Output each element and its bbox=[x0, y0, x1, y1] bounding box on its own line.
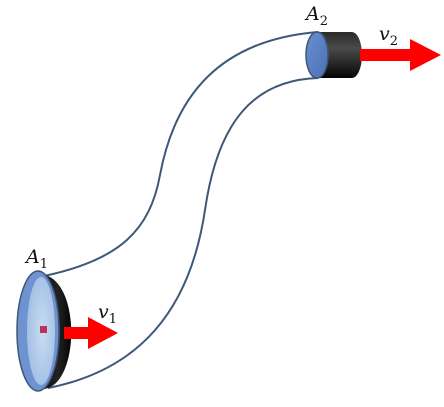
label-a1: A1 bbox=[24, 246, 48, 272]
disc-a2-face bbox=[305, 31, 329, 79]
tube-lower-wall bbox=[47, 77, 319, 389]
label-a2: A2 bbox=[304, 3, 328, 29]
cylinder-a2-rim bbox=[317, 32, 362, 78]
label-v2: v2 bbox=[379, 23, 398, 49]
center-dot bbox=[40, 326, 47, 333]
tube-upper-wall bbox=[43, 31, 319, 277]
velocity-arrow-v1 bbox=[64, 317, 118, 349]
cross-section-a1 bbox=[16, 270, 72, 392]
cross-section-a2 bbox=[305, 31, 362, 79]
label-v1: v1 bbox=[98, 301, 117, 327]
velocity-arrow-v2 bbox=[360, 39, 441, 71]
